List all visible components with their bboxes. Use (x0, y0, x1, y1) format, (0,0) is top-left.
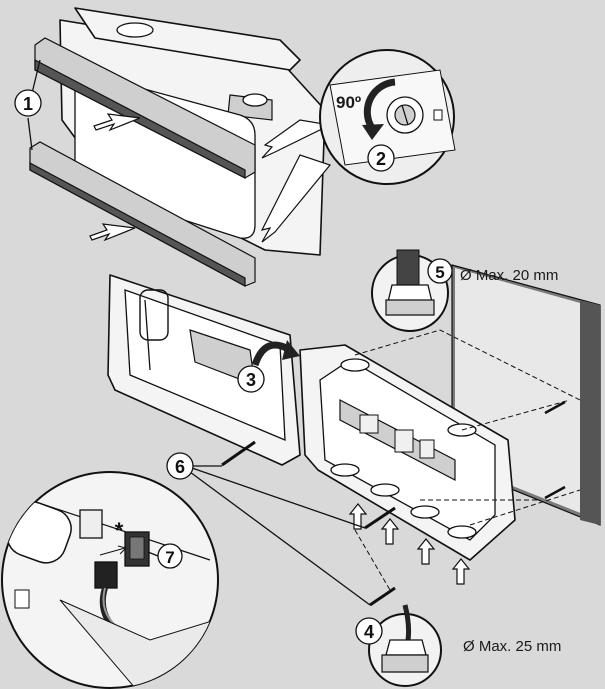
screws (221, 400, 566, 607)
asterisk-mark: * (115, 518, 124, 543)
lock-detail-magnifier: 90º (260, 49, 456, 243)
remove-arrow-upper (93, 113, 141, 132)
enclosure-lid-open (107, 274, 301, 466)
svg-text:1: 1 (23, 94, 33, 114)
svg-text:5: 5 (435, 263, 444, 282)
svg-text:6: 6 (175, 457, 185, 477)
svg-text:4: 4 (364, 622, 374, 642)
svg-text:3: 3 (246, 370, 256, 390)
rotation-label: 90º (336, 93, 361, 112)
enclosure-base (299, 344, 516, 561)
connector-detail-magnifier: * (1, 471, 219, 689)
front-cover-lower (29, 141, 256, 288)
callout-7: 7 (157, 543, 183, 569)
cable-bottom-diameter-label: Ø Max. 25 mm (463, 638, 561, 655)
callout-6: 6 (166, 452, 194, 480)
front-cover-upper (34, 37, 256, 179)
callout-5: 5 (427, 258, 453, 284)
callout-2: 2 (367, 144, 395, 172)
callout-4: 4 (355, 617, 383, 645)
entry-arrows (348, 503, 471, 585)
alignment-lines (354, 329, 581, 591)
cable-gland-bottom-magnifier (368, 604, 442, 687)
callout-3: 3 (237, 365, 265, 393)
remove-arrow-lower (89, 223, 136, 242)
svg-text:7: 7 (165, 548, 174, 567)
cable-top-diameter-label: Ø Max. 20 mm (460, 267, 558, 284)
callout-1: 1 (14, 89, 42, 117)
svg-text:2: 2 (376, 149, 386, 169)
